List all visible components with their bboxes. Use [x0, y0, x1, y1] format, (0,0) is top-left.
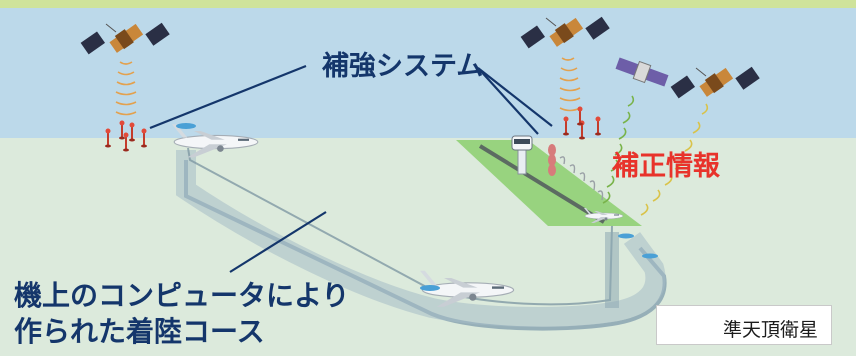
signal-waves-right	[640, 103, 709, 216]
leader-lines	[149, 64, 553, 273]
top-bar	[0, 0, 856, 8]
airplane-shadow	[642, 253, 658, 259]
landing-course-label: 機上のコンピュータにより 作られた着陸コース	[14, 278, 349, 350]
control-tower-icon	[511, 135, 533, 175]
landing-course-label-line2: 作られた着陸コース	[14, 315, 265, 348]
landing-course-label-line1: 機上のコンピュータにより	[14, 279, 350, 312]
ground-station-icon	[548, 144, 556, 176]
airplane-shadow	[420, 285, 440, 291]
signal-waves-left	[115, 61, 137, 116]
airplane-shadow	[618, 233, 634, 239]
legend-box: 準天頂衛星	[656, 305, 832, 345]
signal-waves-ground	[559, 156, 604, 201]
signal-waves-qzss	[602, 95, 635, 204]
augmentation-system-label: 補強システム	[322, 51, 484, 82]
landing-course-ribbon	[176, 147, 667, 331]
correction-info-label: 補正情報	[612, 151, 720, 182]
sky	[0, 8, 856, 138]
runway	[478, 144, 606, 224]
airplane-shadow	[176, 123, 196, 129]
legend-label: 準天頂衛星	[723, 319, 819, 341]
